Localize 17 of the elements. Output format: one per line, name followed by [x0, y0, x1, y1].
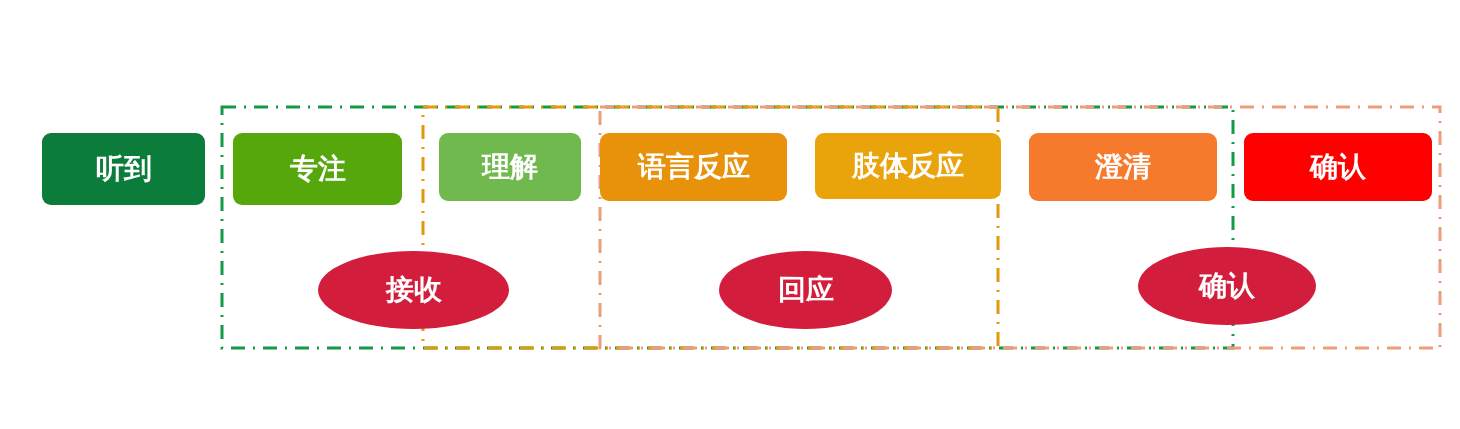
step-box [233, 133, 402, 205]
step-box [1244, 133, 1432, 201]
node-label: 回应 [777, 272, 834, 308]
node-label: 澄清 [1095, 149, 1151, 185]
step-box [1029, 133, 1217, 201]
node-label: 语言反应 [637, 149, 750, 185]
node-label: 接收 [385, 272, 442, 308]
node-label: 肢体反应 [852, 148, 964, 184]
step-box [600, 133, 787, 201]
node-label: 理解 [482, 149, 538, 185]
node-label: 专注 [289, 151, 346, 187]
node-label: 确认 [1310, 149, 1366, 185]
step-box [439, 133, 581, 201]
node-label: 听到 [95, 151, 152, 187]
step-box [42, 133, 205, 205]
step-box [815, 133, 1001, 199]
node-label: 确认 [1199, 268, 1255, 304]
